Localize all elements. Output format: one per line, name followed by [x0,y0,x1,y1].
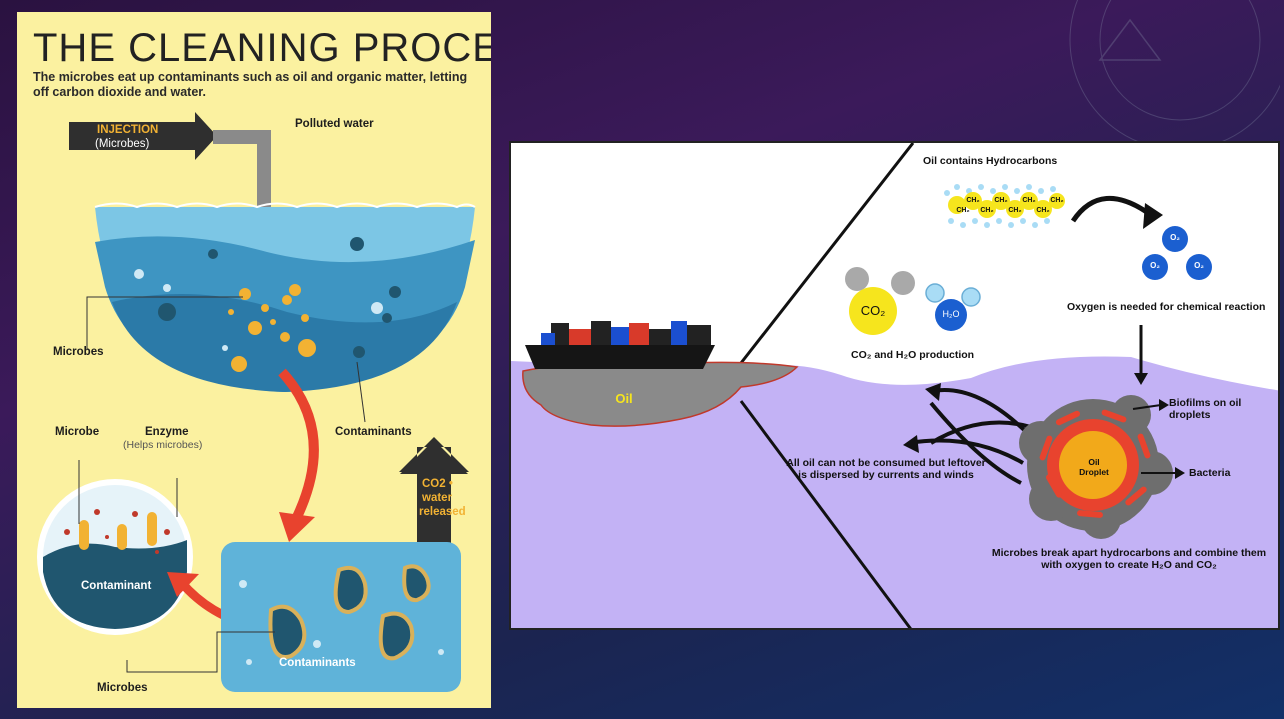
oil-label: Oil [615,391,633,406]
microbe-label: Microbe [55,426,100,438]
hydrocarbon-chain [944,184,1065,228]
ch2-label-3: CH₂ [1022,197,1036,204]
injection-sub-label: (Microbes) [95,138,150,150]
ch2-label-6: CH₂ [980,207,994,214]
oil-biodegradation-diagram: Oil contains Hydrocarbons Oil CO₂ H₂O CO… [509,141,1280,630]
dispersed-label: All oil can not be consumed but leftover… [786,457,986,481]
co2-molecule-label: CO₂ [860,303,886,318]
break-apart-label: Microbes break apart hydrocarbons and co… [991,547,1267,571]
ch2-label-7: CH₂ [1008,207,1022,214]
h2o-molecule [925,283,981,331]
contaminants-bottom-label: Contaminants [279,657,356,669]
contaminant-label: Contaminant [81,580,152,592]
oil-droplet-label: Oil Droplet [1079,457,1109,477]
co2-molecule [845,267,915,335]
microbes-top-label: Microbes [53,346,104,358]
poster-subtitle: The microbes eat up contaminants such as… [33,70,468,99]
co2-label-line1: CO2 • [422,478,453,490]
o2-label-2: O₂ [1150,261,1160,270]
o2-label-1: O₂ [1170,233,1180,242]
ch2-label-2: CH₂ [994,197,1008,204]
co2-label-line3: released [419,506,466,518]
ch2-label-8: CH₂ [1036,207,1050,214]
poster-title: THE CLEANING PROCESS [33,26,491,70]
biofilms-label: Biofilms on oil droplets [1169,397,1242,421]
cleaning-process-poster: THE CLEANING PROCESS The microbes eat up… [17,12,491,708]
oil-contains-label: Oil contains Hydrocarbons [923,155,1058,167]
contaminants-top-label: Contaminants [335,426,412,438]
oil-droplet-biofilm [1019,395,1173,539]
bacteria-label: Bacteria [1189,467,1231,479]
co2-h2o-production-label: CO₂ and H₂O production [851,349,975,361]
ch2-label-5: CH₂ [956,207,970,214]
enzyme-label: Enzyme [145,426,189,438]
ch2-label-4: CH₂ [1050,197,1064,204]
injection-arrow [69,112,217,160]
poster-illustration [37,112,476,692]
cargo-ship [525,321,715,369]
microbes-bottom-label: Microbes [97,682,148,694]
oxygen-molecules [1142,226,1212,280]
co2-label-line2: water [422,492,453,504]
enzyme-sub-label: (Helps microbes) [123,439,203,451]
ch2-label-1: CH₂ [966,197,980,204]
o2-label-3: O₂ [1194,261,1204,270]
polluted-water-label: Polluted water [295,118,374,130]
h2o-molecule-label: H₂O [942,309,960,319]
oxygen-needed-label: Oxygen is needed for chemical reaction [1067,301,1266,313]
injection-label: INJECTION [97,124,159,136]
diagram-illustration [511,143,1278,628]
